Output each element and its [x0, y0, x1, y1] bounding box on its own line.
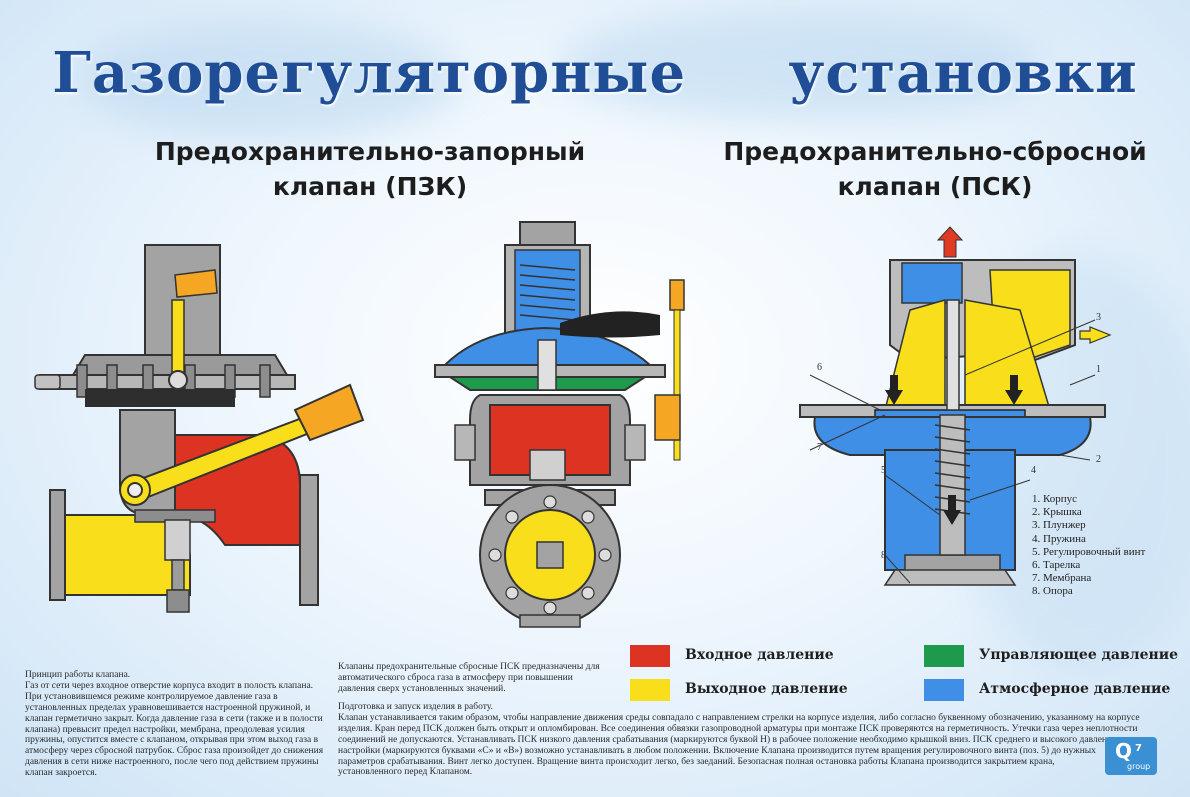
callout-2: 2 [1096, 454, 1101, 465]
text-line: пружины, опустится вместе с клапаном, от… [25, 735, 319, 746]
psk-title-line1: Предохранительно-сбросной [723, 137, 1147, 166]
parts-list-item: 1. Корпус [1032, 493, 1078, 505]
legend-swatch-blue [924, 679, 964, 701]
text-line: автоматического сброса газа в атмосферу … [338, 672, 573, 683]
text-line: давления сверх установленных значений. [338, 683, 506, 694]
legend-label: Входное давление [685, 647, 834, 663]
gas-release-arrow [936, 226, 964, 258]
text-line: изделия. Кран перед ПСК должен быть откр… [338, 723, 1138, 734]
callout-7: 7 [817, 442, 822, 453]
text-line: клапан закроется. [25, 768, 97, 779]
legend-swatch-red [630, 645, 670, 667]
text-line: Газ от сети через входное отверстие корп… [25, 680, 314, 691]
text-line: параметров срабатывания. Винт легко дост… [338, 756, 1055, 767]
text-line: давления в сети ниже настроенного, после… [25, 757, 319, 768]
logo-word: group [1127, 762, 1151, 771]
pzk-lever-handle [293, 383, 365, 442]
text-line: Принцип работы клапана. [25, 670, 131, 680]
parts-list-item: 3. Плунжер [1032, 519, 1086, 532]
operating-principle-text: Принцип работы клапана. Газ от сети чере… [25, 670, 340, 779]
text-line: Подготовка и запуск изделия в работу. [338, 702, 493, 712]
legend-label: Атмосферное давление [979, 681, 1171, 697]
text-line: соединений не допускаются. Устанавливать… [338, 734, 1117, 745]
pzk-valve-illustration [34, 244, 365, 613]
page-title: Газорегуляторные установки [52, 40, 1138, 106]
legend-swatch-yellow [630, 679, 670, 701]
text-line: установленного перед Клапаном. [338, 767, 473, 778]
pzk-right-flange [299, 474, 319, 606]
text-line: настройки (маркируются буквами «С» и «В»… [338, 745, 1096, 756]
callout-5: 5 [881, 465, 886, 476]
legend-swatch-green [924, 645, 964, 667]
pzk-small-handle [174, 269, 218, 298]
pzk-title-line1: Предохранительно-запорный [154, 137, 586, 166]
gas-inlet-arrow [1079, 326, 1112, 344]
psk-section-title: Предохранительно-сбросной клапан (ПСК) [695, 134, 1175, 204]
psk-purpose-text: Клапаны предохранительные сбросные ПСК п… [338, 662, 618, 695]
pzk-section-title: Предохранительно-запорный клапан (ПЗК) [130, 134, 610, 204]
text-line: атмосферу через сбросной патрубок. Сброс… [25, 746, 324, 757]
text-line: установленных пределах уравновешивается … [25, 702, 311, 713]
text-line: клапана) превысит предел настройки, мемб… [25, 724, 305, 735]
psk-inlet-cavity [489, 404, 611, 476]
pzk-membrane [85, 389, 235, 407]
parts-list-item: 8. Опора [1032, 585, 1073, 598]
parts-list-item: 4. Пружина [1032, 532, 1086, 545]
legend-label: Управляющее давление [979, 647, 1179, 663]
psk-valve-front-illustration [434, 221, 685, 628]
text-line: При установившемся режиме контролируемое… [25, 691, 278, 702]
smoke-decoration [80, 20, 460, 140]
parts-list-item: 6. Тарелка [1032, 559, 1081, 572]
logo-number: 7 [1135, 743, 1142, 754]
callout-4: 4 [1031, 465, 1036, 476]
parts-list-item: 7. Мембрана [1032, 572, 1092, 585]
pzk-title-line2: клапан (ПЗК) [272, 172, 468, 201]
pzk-left-flange [49, 489, 66, 601]
text-line: Клапан устанавливается таким образом, чт… [338, 712, 1140, 723]
callout-8: 8 [881, 550, 886, 561]
text-line: Клапаны предохранительные сбросные ПСК п… [338, 662, 600, 672]
parts-list-item: 2. Крышка [1032, 506, 1082, 519]
installation-instructions-text: Подготовка и запуск изделия в работу. Кл… [338, 702, 1168, 778]
smoke-decoration [560, 10, 1040, 120]
callout-6: 6 [817, 362, 822, 373]
callout-3: 3 [1096, 312, 1101, 323]
psk-parts-list: 1. Корпус 2. Крышка 3. Плунжер 4. Пружин… [1032, 493, 1145, 599]
psk-black-lever [560, 311, 660, 338]
logo-letter: Q [1115, 739, 1133, 763]
psk-title-line2: клапан (ПСК) [837, 172, 1033, 201]
psk-cross-section-diagram [799, 226, 1112, 586]
parts-list-item: 5. Регулировочный винт [1032, 545, 1146, 558]
callout-1: 1 [1096, 364, 1101, 375]
text-line: клапан герметично закрыт. Когда давление… [25, 713, 323, 724]
company-logo: Q 7 group [1105, 737, 1157, 775]
legend-label: Выходное давление [685, 681, 848, 697]
